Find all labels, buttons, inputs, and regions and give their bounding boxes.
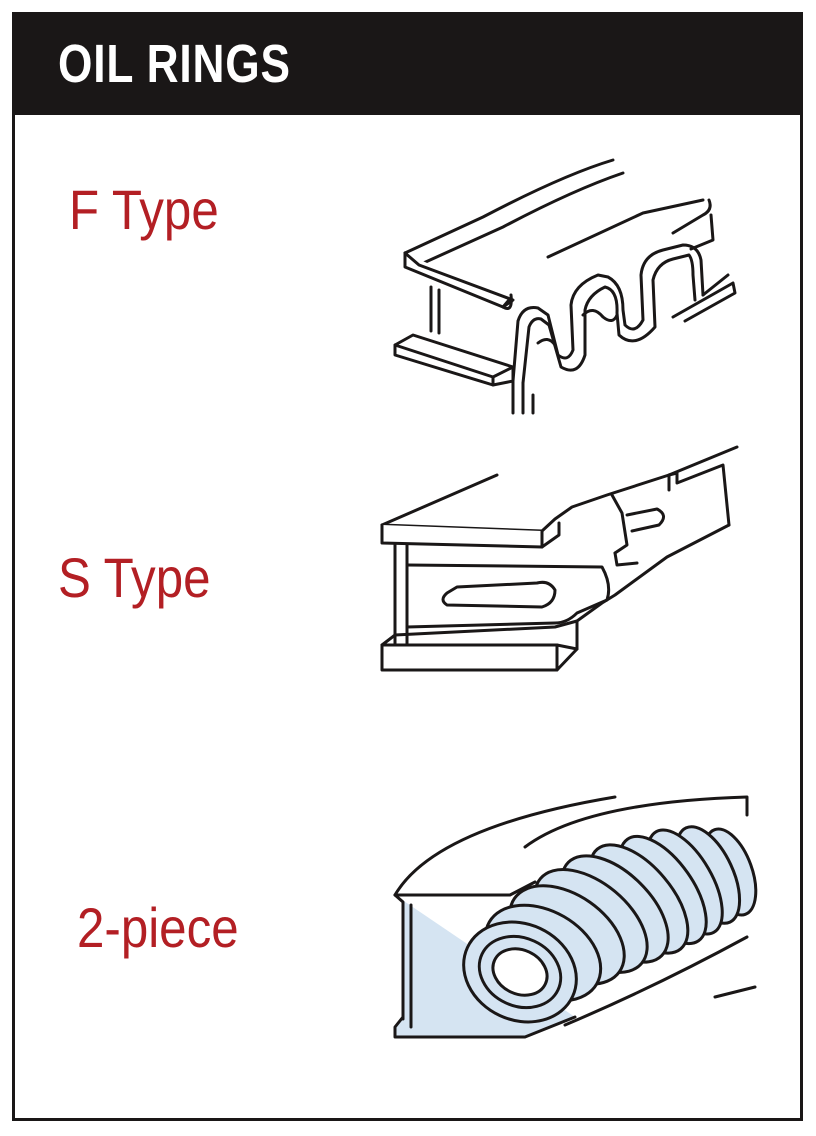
page-title: OIL RINGS xyxy=(58,34,291,94)
s-type-label: S Type xyxy=(58,546,211,609)
two-piece-oil-ring-icon xyxy=(375,787,765,1067)
two-piece-label: 2-piece xyxy=(77,896,239,959)
f-type-oil-ring-icon xyxy=(373,145,753,415)
oil-rings-panel: OIL RINGS F Type xyxy=(12,12,803,1121)
f-type-label: F Type xyxy=(69,178,219,241)
s-type-oil-ring-icon xyxy=(377,435,757,685)
header-bar: OIL RINGS xyxy=(15,15,800,115)
